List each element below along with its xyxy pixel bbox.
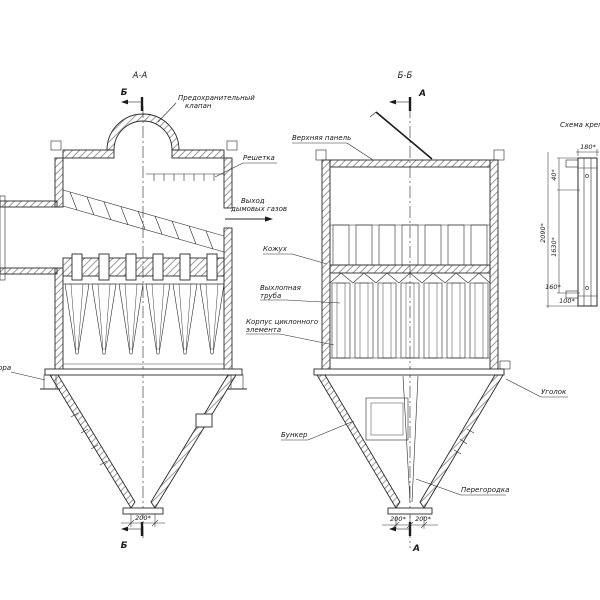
- label-safety-valve-line2: клапан: [185, 102, 212, 110]
- leader-safety-valve: [157, 102, 177, 123]
- view-a-section: А-А Б Б Предохранительный клапан: [0, 71, 287, 551]
- label-safety-valve: Предохранительный: [178, 94, 255, 102]
- cut-marker-b-top: Б: [121, 88, 144, 111]
- label-casing: Кожух: [263, 245, 288, 253]
- partition-line: [411, 375, 419, 503]
- dimension-outlet-a: 200*: [121, 514, 165, 527]
- label-partition: Перегородка: [461, 486, 509, 494]
- grid-bars: [146, 173, 224, 181]
- label-hopper: Бункер: [281, 431, 308, 439]
- mounting-dimensions: 180* 2090* 40* 1630* 160* 100*: [539, 143, 599, 308]
- label-exhaust-pipe: Выхлопная: [260, 284, 301, 292]
- cut-marker-a-top: А: [389, 89, 426, 111]
- hopper-fitting: [195, 413, 213, 428]
- dim-outlet-width: 200*: [135, 514, 151, 522]
- label-top-panel: Верхняя панель: [292, 134, 351, 142]
- gas-flow-arrow: [225, 216, 273, 222]
- label-support: Опора: [0, 364, 11, 372]
- support-legs-a: [40, 374, 247, 390]
- exhaust-tubes-b: [329, 224, 491, 284]
- view-b-title: Б-Б: [398, 71, 413, 81]
- dim-outlet-right: 200*: [415, 515, 431, 523]
- leader-casing: [291, 253, 328, 265]
- hopper-b: [313, 360, 511, 515]
- dimension-outlet-b: 200* 200*: [382, 515, 438, 529]
- label-exhaust-pipe-line2: труба: [260, 292, 281, 300]
- dim-outlet-left: 200*: [390, 515, 406, 523]
- leader-grid: [214, 162, 244, 178]
- leader-angle-bracket: [505, 378, 542, 398]
- label-cyclone-body: Корпус циклонного: [246, 318, 318, 326]
- leader-top-panel: [346, 142, 374, 161]
- tube-sheet-a: [62, 253, 225, 285]
- label-angle-bracket: Уголок: [541, 388, 567, 396]
- cyclone-elements-a: [63, 283, 225, 365]
- casing-walls-a: [50, 140, 238, 373]
- cut-label-a-top: А: [418, 89, 426, 99]
- dim-inner-height: 1630*: [550, 236, 558, 257]
- label-grid: Решетка: [243, 154, 275, 162]
- cut-label-b-bottom: Б: [121, 541, 128, 551]
- angle-bracket: [499, 360, 511, 370]
- leader-exhaust-pipe: [285, 299, 341, 304]
- dim-top-width: 180*: [580, 143, 596, 151]
- mounting-detail: Схема крепления 180* 2090* 40*: [539, 121, 600, 308]
- dim-top-offset: 40*: [550, 168, 558, 180]
- open-flap: [375, 111, 433, 160]
- dim-bottom-width: 160*: [545, 283, 561, 291]
- leader-cyclone-body: [279, 333, 335, 346]
- louver-grid: [62, 189, 225, 253]
- mounting-bracket: [565, 157, 598, 307]
- leader-hopper: [307, 420, 355, 441]
- access-door: [365, 397, 409, 441]
- leader-partition: [415, 478, 462, 496]
- dim-bottom-offset: 100*: [559, 297, 575, 305]
- hopper-a: [44, 368, 243, 515]
- label-gas-outlet-line2: дымовых газов: [230, 205, 287, 213]
- label-gas-outlet: Выход: [241, 197, 265, 205]
- dim-overall-height: 2090*: [539, 222, 547, 243]
- cut-marker-b-bottom: Б: [121, 522, 144, 551]
- view-a-title: А-А: [132, 71, 148, 81]
- cut-label-a-bottom: А: [412, 544, 420, 554]
- label-cyclone-body-line2: элемента: [246, 326, 281, 334]
- view-b-section: Б-Б А А Верхняя панель: [246, 71, 568, 554]
- inlet-duct: [0, 195, 58, 281]
- mounting-detail-title: Схема крепления: [560, 121, 600, 129]
- cut-label-b-top: Б: [121, 88, 128, 98]
- cut-marker-a-bottom: А: [389, 522, 420, 554]
- cyclone-elements-b: [330, 282, 490, 359]
- leader-support: [10, 371, 46, 381]
- partition-line: [402, 375, 411, 503]
